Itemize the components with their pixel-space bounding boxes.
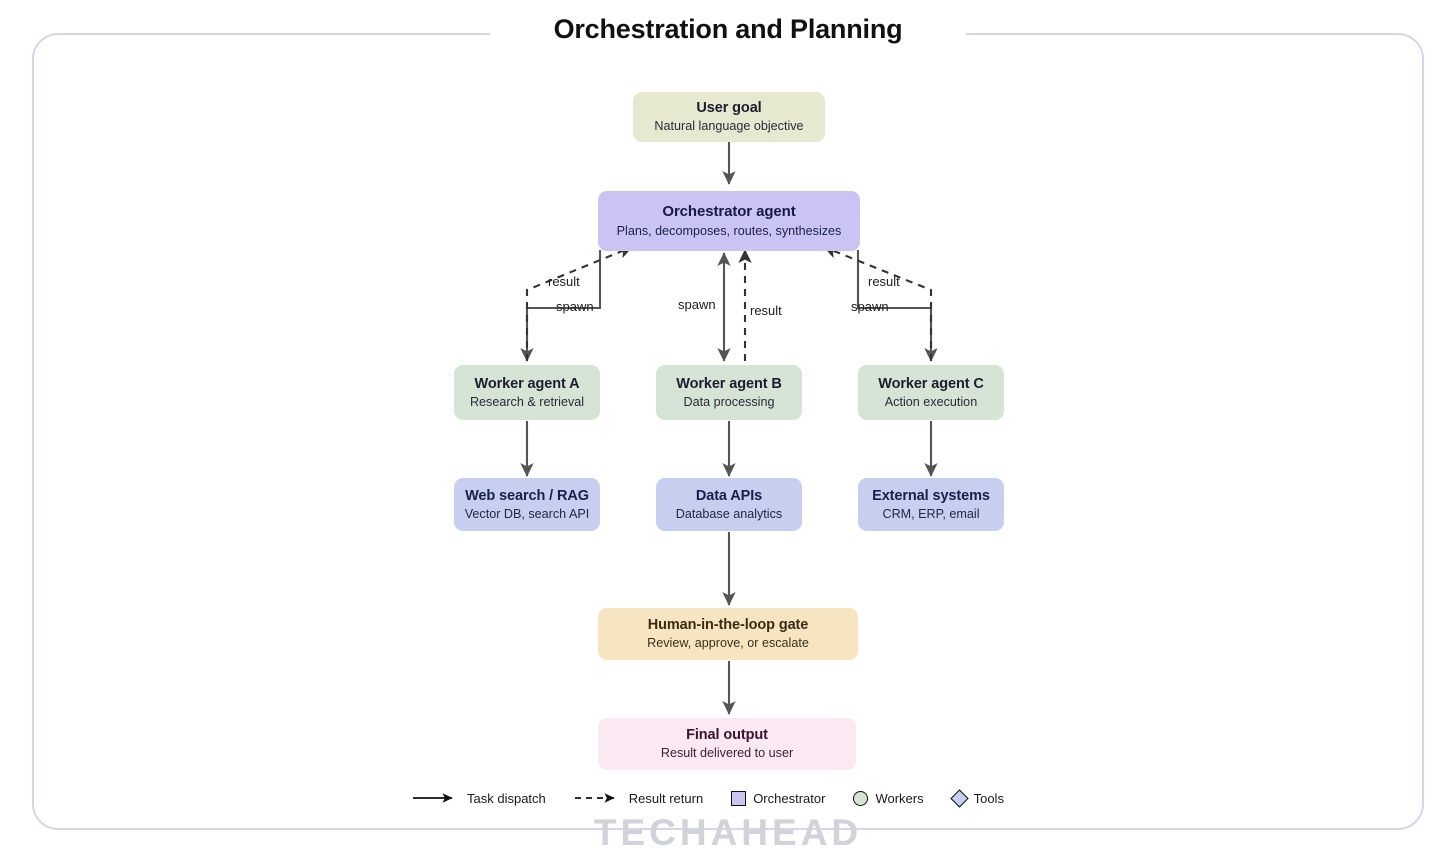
node-user-goal[interactable]: User goal Natural language objective	[633, 92, 825, 142]
node-orchestrator-title: Orchestrator agent	[662, 202, 796, 220]
solid-arrow-icon	[413, 793, 453, 803]
edge-label-mid-spawn: spawn	[678, 297, 716, 312]
node-tool-a-subtitle: Vector DB, search API	[464, 506, 590, 521]
node-worker-a-subtitle: Research & retrieval	[469, 394, 585, 409]
legend-item-workers: Workers	[853, 790, 924, 806]
edge-label-left-spawn: spawn	[556, 299, 594, 314]
node-tool-c-title: External systems	[872, 487, 990, 504]
node-tool-external-systems[interactable]: External systems CRM, ERP, email	[858, 478, 1004, 531]
legend-item-orchestrator: Orchestrator	[731, 790, 826, 806]
node-worker-b-title: Worker agent B	[676, 375, 782, 392]
node-final-output[interactable]: Final output Result delivered to user	[598, 718, 856, 770]
page-title: Orchestration and Planning	[553, 14, 903, 44]
edge-label-right-spawn: spawn	[851, 299, 889, 314]
node-tool-c-subtitle: CRM, ERP, email	[882, 506, 980, 521]
node-worker-agent-a[interactable]: Worker agent A Research & retrieval	[454, 365, 600, 420]
diamond-swatch-icon	[949, 788, 969, 808]
node-user-goal-subtitle: Natural language objective	[654, 119, 804, 134]
node-final-output-subtitle: Result delivered to user	[660, 746, 794, 761]
node-worker-agent-c[interactable]: Worker agent C Action execution	[858, 365, 1004, 420]
edge-label-mid-result: result	[750, 303, 782, 318]
frame-title-gap	[490, 25, 966, 43]
legend-label-task-dispatch: Task dispatch	[467, 790, 546, 806]
node-gate-subtitle: Review, approve, or escalate	[647, 636, 809, 651]
legend-item-result-return: Result return	[574, 791, 703, 806]
legend-label-workers: Workers	[875, 790, 924, 806]
node-worker-c-title: Worker agent C	[878, 375, 984, 392]
node-human-in-the-loop-gate[interactable]: Human-in-the-loop gate Review, approve, …	[598, 608, 858, 660]
dashed-arrow-icon	[574, 793, 615, 803]
node-orchestrator-subtitle: Plans, decomposes, routes, synthesizes	[616, 223, 842, 238]
legend-label-result-return: Result return	[628, 790, 704, 806]
node-worker-b-subtitle: Data processing	[683, 394, 775, 409]
node-tool-web-search-rag[interactable]: Web search / RAG Vector DB, search API	[454, 478, 600, 531]
legend: Task dispatch Result return Orchestrator…	[412, 786, 1004, 810]
node-tool-b-subtitle: Database analytics	[675, 506, 783, 521]
node-orchestrator-agent[interactable]: Orchestrator agent Plans, decomposes, ro…	[598, 191, 860, 251]
circle-swatch-icon	[853, 790, 869, 806]
node-worker-c-subtitle: Action execution	[884, 394, 978, 409]
square-swatch-icon	[731, 790, 747, 806]
edge-label-left-result: result	[548, 274, 580, 289]
node-user-goal-title: User goal	[696, 100, 762, 117]
legend-label-orchestrator: Orchestrator	[753, 790, 826, 806]
legend-item-tools: Tools	[949, 788, 1004, 808]
node-tool-b-title: Data APIs	[695, 487, 763, 504]
node-tool-data-apis[interactable]: Data APIs Database analytics	[656, 478, 802, 531]
node-gate-title: Human-in-the-loop gate	[647, 617, 809, 634]
node-worker-a-title: Worker agent A	[474, 375, 580, 392]
legend-label-tools: Tools	[973, 790, 1004, 806]
node-worker-agent-b[interactable]: Worker agent B Data processing	[656, 365, 802, 420]
node-tool-a-title: Web search / RAG	[465, 487, 589, 504]
legend-item-task-dispatch: Task dispatch	[412, 791, 546, 806]
diagram-frame	[32, 33, 1424, 830]
edge-label-right-result: result	[868, 274, 900, 289]
node-final-output-title: Final output	[686, 727, 768, 744]
watermark: TECHAHEAD	[593, 812, 863, 853]
